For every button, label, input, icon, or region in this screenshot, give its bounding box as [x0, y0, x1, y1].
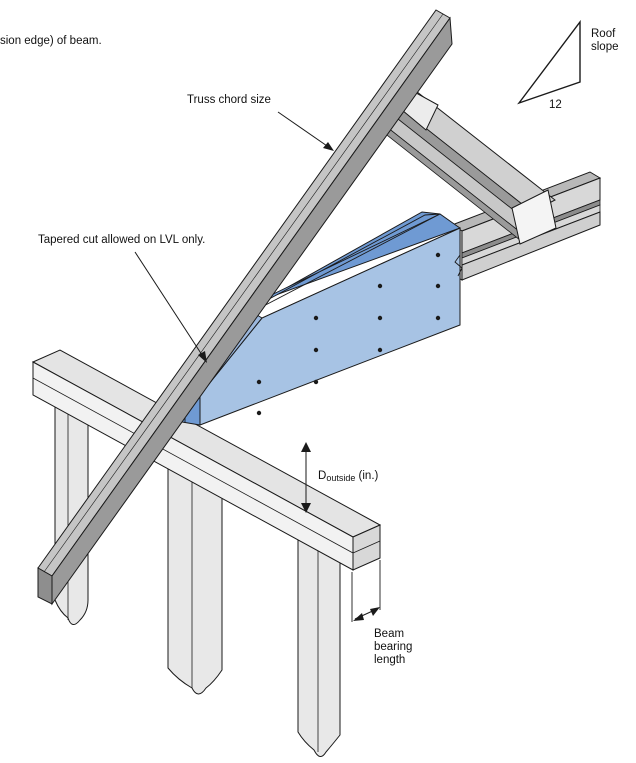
fastener-dots [256, 252, 441, 416]
label-d-subscript: outside [326, 473, 356, 483]
label-roof-slope-line2: slope [591, 41, 619, 53]
roof-slope-triangle [517, 19, 581, 105]
label-beam-bearing-line1: Beam [374, 628, 405, 640]
label-d-outside: Doutside (in.) [318, 470, 378, 485]
post-right [297, 519, 341, 757]
label-d-unit: (in.) [355, 470, 379, 482]
gusset-plate-lower [511, 189, 557, 245]
roof-beam [31, 349, 382, 571]
leader-tapered-cut [134, 251, 205, 359]
arrow-tapered-cut [198, 351, 207, 363]
label-beam-bearing-line2: bearing [374, 641, 413, 653]
label-truss-chord: Truss chord size [187, 94, 271, 106]
leader-truss-chord [277, 111, 331, 149]
label-roof-slope-line1: Roof [591, 28, 616, 40]
top-caption-fragment: sion edge) of beam. [0, 35, 102, 47]
truss-chord [37, 9, 453, 606]
arrow-truss-chord [323, 142, 334, 151]
label-tapered-cut: Tapered cut allowed on LVL only. [38, 234, 206, 246]
label-d-main: D [318, 470, 327, 482]
label-beam-bearing-line3: length [374, 654, 406, 666]
label-slope-run: 12 [549, 99, 562, 111]
